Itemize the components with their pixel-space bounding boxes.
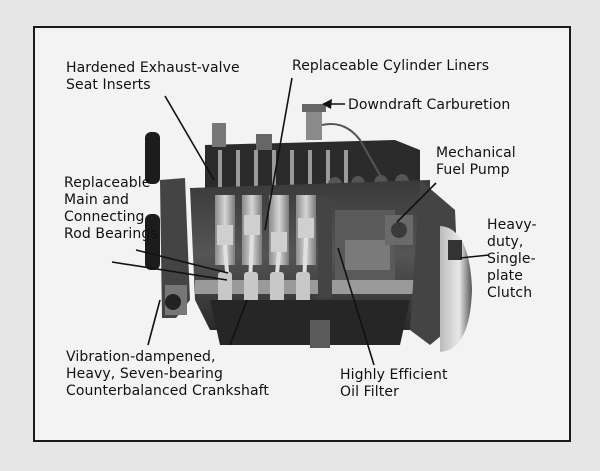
label-exhaust-valve-inserts: Hardened Exhaust-valve Seat Inserts xyxy=(66,60,240,93)
valve-train xyxy=(218,150,348,188)
label-crankshaft: Vibration-dampened, Heavy, Seven-bearing… xyxy=(66,349,270,399)
leader-bearings-1 xyxy=(111,261,228,281)
leader-exhaust-valve xyxy=(164,95,215,181)
leader-bearings-2 xyxy=(135,249,229,274)
arrowhead-carburetion xyxy=(322,99,332,109)
label-downdraft-carburetion: Downdraft Carburetion xyxy=(348,97,511,113)
label-cylinder-liners: Replaceable Cylinder Liners xyxy=(292,58,490,74)
leader-crankshaft-2 xyxy=(229,299,248,346)
fan-blade-lower xyxy=(145,214,160,270)
label-bearings: Replaceable Main and Connecting Rod Bear… xyxy=(64,175,158,242)
leader-oil-filter xyxy=(337,247,375,366)
label-oil-filter: Highly Efficient Oil Filter xyxy=(340,367,448,400)
label-clutch: Heavy- duty, Single- plate Clutch xyxy=(487,217,537,301)
fan-blade-upper xyxy=(145,132,160,184)
engine-body xyxy=(145,104,472,352)
leader-lines xyxy=(111,77,490,366)
leader-fuel-pump xyxy=(396,182,437,223)
label-mechanical-fuel-pump: Mechanical Fuel Pump xyxy=(436,145,516,178)
carburetor xyxy=(302,104,401,211)
leader-clutch xyxy=(459,254,490,259)
pistons xyxy=(217,215,314,252)
leader-crankshaft-1 xyxy=(147,299,161,346)
timing-cover xyxy=(160,178,190,318)
leader-cylinder-liners xyxy=(264,77,293,231)
crankshaft xyxy=(195,272,425,304)
